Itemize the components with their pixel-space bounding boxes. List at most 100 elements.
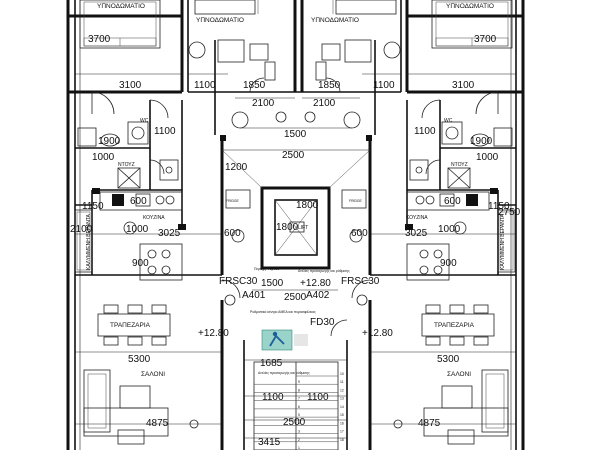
dim-1100-stair-left: 1100	[262, 392, 284, 403]
door-a401: A401	[242, 290, 266, 301]
dim-1150-right: 1150	[488, 201, 510, 212]
dim-600-kitchen-left: 600	[130, 196, 147, 207]
door-fd30: FD30	[310, 317, 335, 328]
shower-label-right: ΝΤΟΥΖ	[451, 162, 468, 168]
dim-1900-right: 1900	[470, 136, 493, 147]
accessibility-note: Ρυθμιστικό κέντρο ΑΜΕΑ και πυρασφάλειας	[250, 310, 316, 314]
dim-600-kitchen-right: 600	[444, 196, 461, 207]
dim-5300-left: 5300	[128, 354, 151, 365]
stair-step-number: 1	[298, 446, 300, 450]
dim-900-right: 900	[440, 258, 457, 269]
elevation-left: +12.80	[198, 328, 229, 339]
stair-step-number: 4	[298, 421, 300, 425]
dim-bedroom-right: 3100	[452, 80, 475, 91]
dim-1000-kitchen-left: 1000	[126, 224, 149, 235]
door-frsc-right: FRSC30	[341, 276, 380, 287]
sofa-right	[393, 369, 509, 445]
stair-step-number: 17	[340, 430, 344, 434]
fridge-label-right: FRIDGE	[349, 199, 363, 203]
top-bathrooms	[188, 0, 401, 129]
veranda-left	[74, 209, 93, 273]
stair-step-number: 16	[340, 421, 344, 425]
dim-1000-wc-left: 1000	[92, 152, 115, 163]
stair-step-number: 9	[298, 380, 300, 384]
lift-label: LIFT	[298, 225, 308, 231]
dim-1900-left: 1900	[98, 136, 121, 147]
dim-1500-top: 1500	[284, 129, 307, 140]
dim-600-core-left: 600	[224, 228, 241, 239]
dim-1100-top-right: 1100	[373, 80, 395, 91]
stair-step-number: 10	[340, 372, 344, 376]
stair-note: Αντλίες προσαγωγής και ρύθμισης	[258, 371, 310, 375]
landing-note-right: Αντλίες προσαγωγής και ρύθμισης	[298, 269, 350, 273]
dim-bed-left: 3700	[88, 34, 111, 45]
wc-left	[77, 99, 179, 189]
dim-2100-right: 2100	[313, 98, 336, 109]
landing-note-left: Περιοχή Φορτίου	[254, 267, 279, 271]
stair-step-number: 13	[340, 397, 344, 401]
dim-1100-wc-right: 1100	[414, 126, 436, 137]
stair-step-number: 6	[298, 405, 300, 409]
dim-2500-landing: 2500	[284, 292, 307, 303]
dim-1500-landing: 1500	[261, 278, 284, 289]
bedroom-label-centre-right: ΥΠΝΟΔΩΜΑΤΙΟ	[311, 17, 359, 24]
dim-1800-lift-side: 1800	[276, 222, 299, 233]
wc-label-right: WC	[444, 118, 453, 124]
bedroom-label-right: ΥΠΝΟΔΩΜΑΤΙΟ	[446, 3, 494, 10]
dining-table-left	[97, 304, 171, 346]
dining-table-right	[421, 304, 495, 346]
wc-label-left: WC	[140, 118, 149, 124]
dim-900-left: 900	[132, 258, 149, 269]
stair-step-number: 8	[298, 388, 300, 392]
structural-walls	[66, 0, 525, 450]
stair-step-number: 18	[340, 438, 344, 442]
kitchen-left	[99, 191, 183, 281]
stair-step-number: 14	[340, 405, 344, 409]
bedroom-doors	[91, 91, 499, 115]
sofa-left	[83, 369, 199, 445]
dim-1800-lift-top: 1800	[296, 200, 319, 211]
dim-2100-left-veranda: 2100	[70, 224, 93, 235]
dim-3025-right: 3025	[405, 228, 428, 239]
dim-2500-stair: 2500	[283, 417, 306, 428]
dim-1200: 1200	[225, 162, 248, 173]
dim-3025-left: 3025	[158, 228, 181, 239]
dim-1100-wc-left: 1100	[154, 126, 176, 137]
dim-1850-right: 1850	[318, 80, 341, 91]
bed-right	[431, 0, 513, 49]
veranda-right	[497, 209, 516, 273]
dim-1000-kitchen-right: 1000	[438, 224, 461, 235]
stair-step-number: 3	[298, 430, 300, 434]
dim-2100-left: 2100	[252, 98, 275, 109]
dimension-lines	[75, 0, 516, 450]
dim-4875-left: 4875	[146, 418, 169, 429]
stair-step-number: 2	[298, 438, 300, 442]
stair-step-number: 7	[298, 397, 300, 401]
dim-3415: 3415	[258, 437, 281, 448]
dim-1850-left: 1850	[243, 80, 266, 91]
elevation-right: +12.80	[362, 328, 393, 339]
central-core	[221, 149, 371, 351]
bedroom-label-left: ΥΠΝΟΔΩΜΑΤΙΟ	[97, 3, 145, 10]
stair-step-number: 11	[340, 380, 344, 384]
stair-step-number: 5	[298, 413, 300, 417]
dim-600-core-right: 600	[351, 228, 368, 239]
dim-1100-stair-right: 1100	[307, 392, 329, 403]
dim-2750-right: 2750	[498, 207, 521, 218]
shower-label-left: ΝΤΟΥΖ	[118, 162, 135, 168]
dim-1150-left: 1150	[82, 201, 104, 212]
veranda-label-left: ΚΑΛΥΜΜΕΝΗ ΒΕΡΑΝΤΑ	[86, 213, 92, 270]
stair-step-number: 12	[340, 388, 344, 392]
stair-step-number: 15	[340, 413, 344, 417]
kitchen-label-right: ΚΟΥΖΙΝΑ	[406, 215, 428, 221]
dining-label-right: ΤΡΑΠΕΖΑΡΙΑ	[434, 322, 475, 329]
dim-4875-right: 4875	[418, 418, 441, 429]
dim-1000-wc-right: 1000	[476, 152, 499, 163]
kitchen-label-left: ΚΟΥΖΙΝΑ	[143, 215, 165, 221]
fridge-label-left: FRIDGE	[226, 199, 240, 203]
dim-bedroom-left: 3100	[119, 80, 142, 91]
door-frsc-left: FRSC30	[219, 276, 258, 287]
